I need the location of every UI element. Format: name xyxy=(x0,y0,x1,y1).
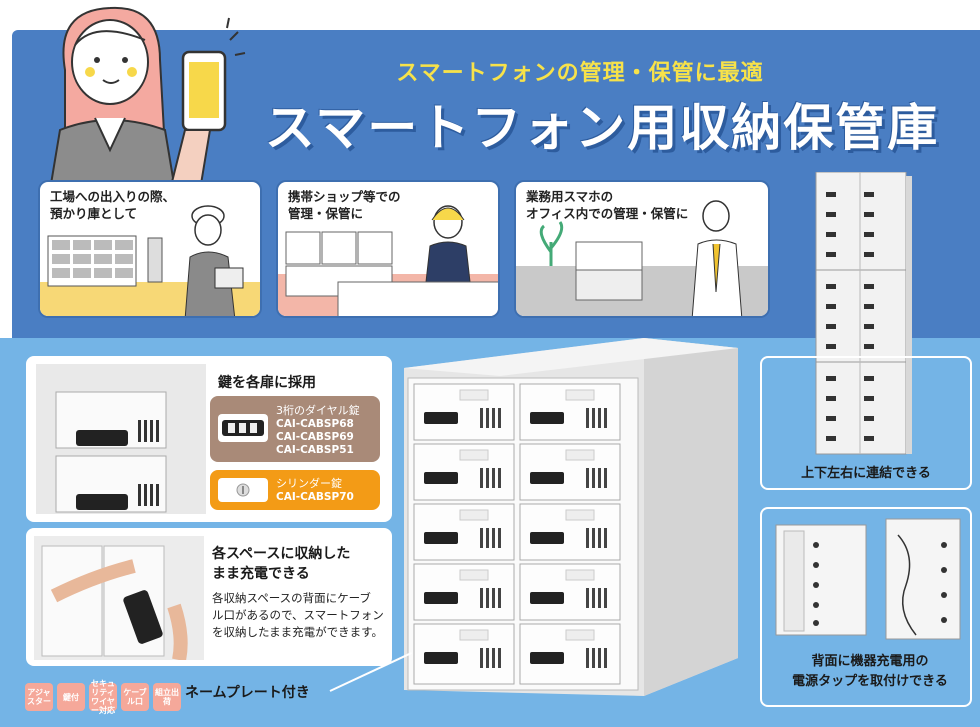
dial-lock-models: CAI-CABSP68 CAI-CABSP69 CAI-CABSP51 xyxy=(276,418,354,456)
stacked-cabinet-image xyxy=(815,172,912,455)
link-feature-panel xyxy=(760,356,972,490)
scene-card-office: 業務用スマホの オフィス内での管理・保管に xyxy=(514,180,770,318)
cylinder-lock-label: シリンダー錠 xyxy=(276,477,342,490)
scene-card-shop: 携帯ショップ等での 管理・保管に xyxy=(276,180,500,318)
scene-caption: 工場への出入りの際、 預かり庫として xyxy=(50,189,176,221)
scene-card-factory: 工場への出入りの際、 預かり庫として xyxy=(38,180,262,318)
link-feature-caption: 上下左右に連結できる xyxy=(801,466,931,481)
page-title: スマートフォン用収納保管庫 xyxy=(264,99,940,157)
power-tap-caption: 背面に機器充電用の 電源タップを取付けできる xyxy=(792,654,948,689)
cylinder-lock-icon xyxy=(218,478,268,502)
main-locker-image xyxy=(404,338,738,696)
key-feature-title: 鍵を各扉に採用 xyxy=(218,375,316,391)
office-worker-illustration xyxy=(516,200,768,316)
dial-lock-icon xyxy=(218,414,268,442)
scene-caption: 携帯ショップ等での 管理・保管に xyxy=(288,189,401,221)
hand-with-phone-image xyxy=(34,536,204,660)
charging-feature-title: 各スペースに収納した まま充電できる xyxy=(212,546,351,582)
dial-lock-closeup-image xyxy=(36,364,206,514)
charging-feature-description: 各収納スペースの背面にケーブ ル口があるので、スマートフォン を収納したまま充電… xyxy=(212,591,384,639)
cable-port-badge: ケーブル口 xyxy=(121,683,149,711)
page-subtitle: スマートフォンの管理・保管に最適 xyxy=(396,61,764,86)
factory-worker-illustration xyxy=(40,205,260,316)
cylinder-lock-graphic xyxy=(236,483,250,497)
charging-feature-panel xyxy=(26,528,392,666)
power-tap-feature-panel xyxy=(760,507,972,707)
dial-lock-graphic xyxy=(222,420,264,436)
assembled-badge: 組立出荷 xyxy=(153,683,181,711)
woman-with-phone-illustration xyxy=(48,6,246,190)
cabinet-back-image xyxy=(775,518,961,640)
cylinder-lock-model: CAI-CABSP70 xyxy=(276,491,354,503)
feature-badges: アジャスター 鍵付 セキュリティワイヤー対応 ケーブル口 組立出荷 xyxy=(25,679,181,715)
dial-lock-option: 3桁のダイヤル錠 CAI-CABSP68 CAI-CABSP69 CAI-CAB… xyxy=(210,396,380,462)
nameplate-label: ネームプレート付き xyxy=(185,685,310,701)
shop-clerk-illustration xyxy=(278,205,498,316)
scene-caption: 業務用スマホの オフィス内での管理・保管に xyxy=(526,189,689,221)
adjuster-badge: アジャスター xyxy=(25,683,53,711)
security-wire-badge: セキュリティワイヤー対応 xyxy=(89,679,117,715)
lock-badge: 鍵付 xyxy=(57,683,85,711)
dial-lock-label: 3桁のダイヤル錠 xyxy=(276,404,360,417)
cylinder-lock-option: シリンダー錠 CAI-CABSP70 xyxy=(210,470,380,510)
